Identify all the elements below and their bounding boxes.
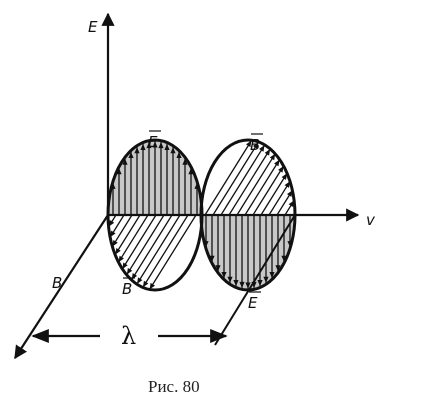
e-vector-right-lower-head — [275, 265, 281, 272]
field-label-e-top-text: E — [148, 133, 158, 151]
b-vector-right-upper-head — [278, 166, 284, 173]
e-vector-left-upper-head — [176, 152, 182, 159]
b-vector-right-upper-shaft — [236, 153, 276, 216]
axis-label-b: B — [52, 274, 62, 292]
b-vector-left-lower-head — [108, 220, 115, 227]
b-vector-left-lower-head — [137, 277, 143, 284]
b-vector-right-upper-head — [245, 140, 252, 148]
b-vector-left-lower-shaft — [142, 214, 189, 288]
e-vector-right-lower-head — [263, 276, 269, 283]
e-vector-right-lower-head — [221, 271, 227, 278]
field-label-b-bottom: B — [122, 277, 135, 298]
field-label-b-top-text: B — [250, 136, 260, 154]
e-vector-left-upper-head — [146, 142, 152, 149]
wavelength-symbol: λ — [121, 322, 136, 350]
wavelength-marker: λ — [31, 322, 228, 350]
b-vector-left-lower-head — [112, 239, 118, 247]
field-label-e-bottom-text: E — [248, 294, 258, 312]
e-vector-right-lower-head — [215, 265, 221, 272]
b-vector-left-lower-shaft — [121, 214, 157, 270]
e-vector-left-upper-head — [122, 158, 128, 165]
b-vector-right-upper-head — [286, 190, 293, 197]
field-label-e-top: E — [148, 130, 161, 151]
b-vector-right-upper-shaft — [220, 144, 266, 216]
b-vector-right-upper-head — [288, 200, 295, 208]
axis-label-v: v — [366, 211, 376, 229]
b-vector-right-upper-head — [252, 142, 259, 149]
e-vector-left-upper-head — [128, 152, 134, 159]
axes — [14, 12, 360, 360]
field-label-b-bottom-text: B — [122, 280, 132, 298]
field-label-e-bottom: E — [248, 291, 261, 312]
b-vector-left-lower-head — [142, 280, 149, 288]
e-vector-left-upper-head — [158, 142, 164, 149]
e-vector-left-upper-head — [152, 141, 158, 148]
b-vector-right-upper-shaft — [244, 159, 281, 216]
e-vector-right-lower-head — [239, 281, 245, 288]
b-vector-right-upper-shaft — [212, 141, 259, 216]
e-vector-left-upper-head — [164, 143, 170, 150]
e-vector-left-upper-head — [134, 147, 140, 154]
b-vector-right-upper-head — [269, 153, 276, 161]
b-vector-left-lower-shaft — [114, 214, 141, 255]
b-vector-right-upper-head — [264, 149, 271, 156]
b-axis — [14, 214, 109, 360]
axis-label-e: E — [88, 18, 98, 36]
e-vector-left-upper-head — [182, 158, 188, 165]
b-vector-right-upper-shaft — [268, 181, 291, 216]
e-vector-right-lower-head — [245, 282, 251, 289]
b-vector-left-lower-shaft — [126, 214, 165, 275]
e-vector-left-upper-head — [170, 147, 176, 154]
e-vector-left-upper-head — [140, 143, 146, 150]
b-vector-right-upper-head — [281, 173, 287, 180]
b-vector-left-lower-head — [149, 282, 156, 290]
b-vector-left-lower-head — [122, 262, 128, 269]
b-vector-left-lower-head — [110, 230, 116, 238]
b-vector-left-lower-shaft — [136, 214, 181, 285]
b-vector-right-upper-shaft — [204, 140, 252, 216]
figure-caption: Рис. 80 — [148, 377, 200, 396]
e-vector-right-lower-head — [269, 271, 275, 278]
e-vector-right-lower-head — [257, 280, 263, 287]
b-vector-right-upper-shaft — [252, 165, 285, 216]
wavelength-guide-line — [214, 214, 296, 346]
b-vector-right-upper-head — [274, 159, 280, 167]
b-vector-left-lower-shaft — [111, 214, 133, 247]
b-vector-right-upper-head — [259, 145, 265, 152]
b-vector-left-lower-shaft — [131, 214, 173, 280]
field-vectors — [108, 140, 295, 290]
b-vector-left-lower-shaft — [118, 214, 149, 263]
b-vector-right-upper-shaft — [260, 173, 288, 216]
b-vector-left-lower-head — [118, 255, 124, 263]
b-vector-left-lower-head — [126, 268, 133, 275]
e-vector-right-lower-head — [227, 276, 233, 283]
field-label-b-top: B — [250, 133, 263, 154]
b-vector-right-upper-shaft — [228, 148, 271, 216]
b-vector-right-upper-head — [284, 181, 290, 188]
b-vector-left-lower-shaft — [149, 214, 197, 290]
e-vector-right-lower-head — [233, 280, 239, 287]
b-vector-left-lower-head — [115, 248, 121, 255]
